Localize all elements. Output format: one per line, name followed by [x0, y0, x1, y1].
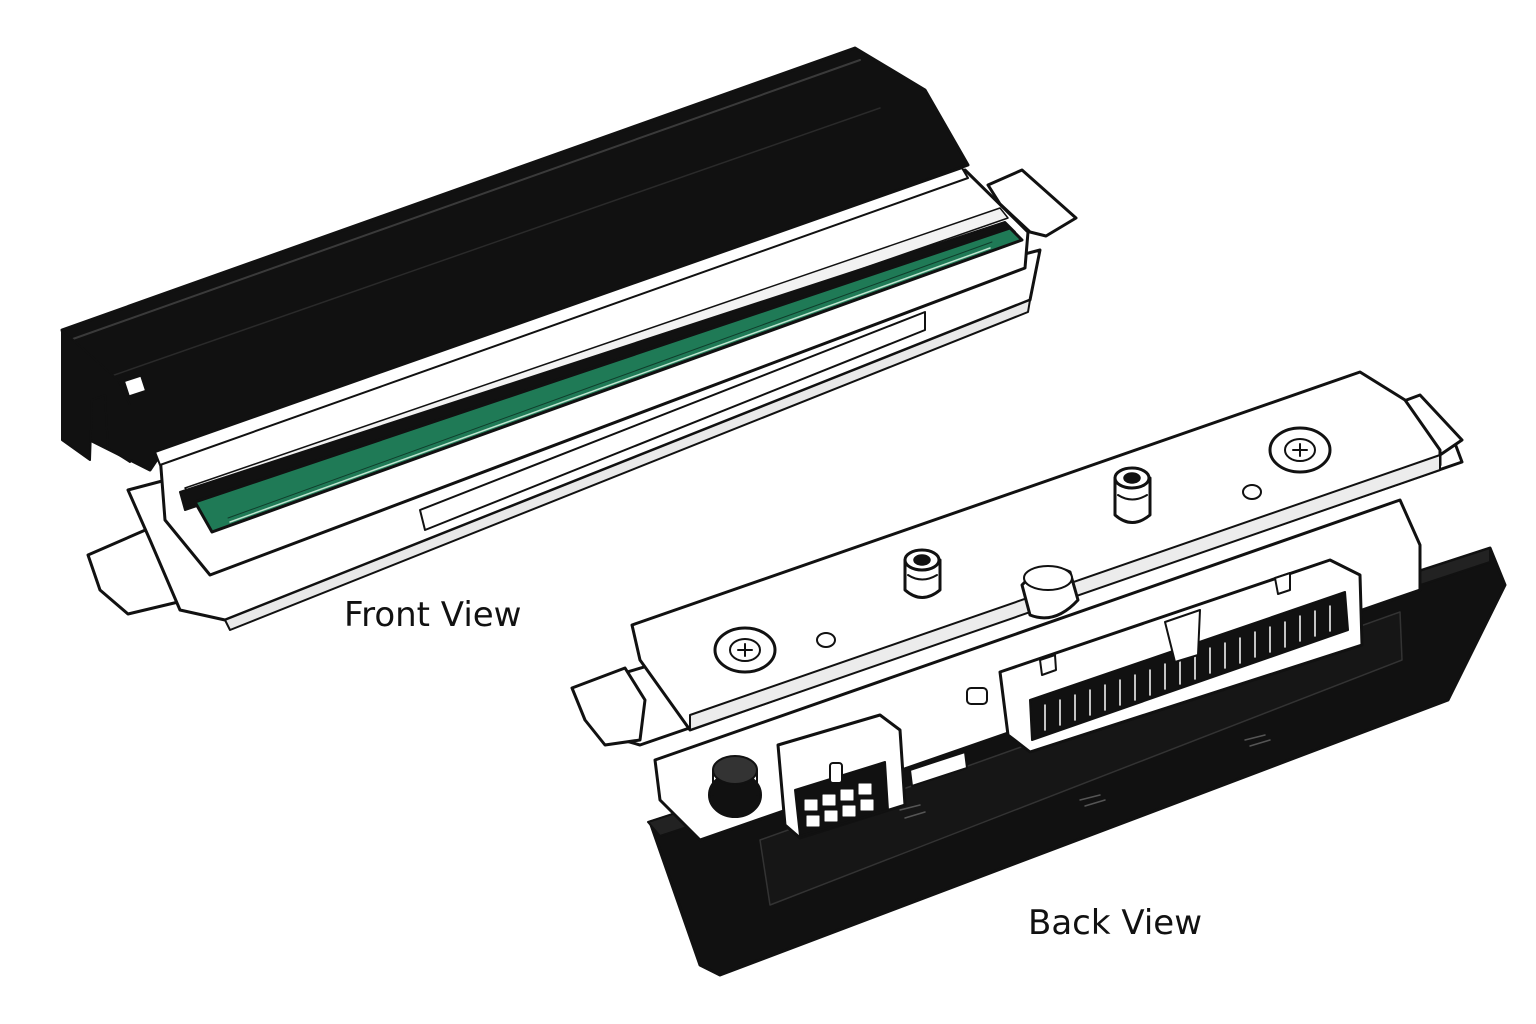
ribbon-connector-pin-row: [1044, 605, 1331, 731]
back-view-label: Back View: [1028, 903, 1203, 943]
front-view-label: Front View: [344, 595, 522, 635]
ribbon-connector-pins: [1029, 591, 1349, 741]
hole-left: [816, 632, 836, 648]
screw-right: [1268, 426, 1332, 474]
mounting-post-right: [1113, 466, 1152, 524]
knob: [708, 755, 762, 818]
center-bump: [1020, 565, 1080, 620]
front-view-assembly: [60, 46, 1078, 631]
heating-element-strip: [193, 226, 1024, 534]
mounting-post-left: [903, 548, 942, 599]
back-view-assembly: [570, 370, 1507, 977]
mounting-tab-left: [570, 666, 647, 747]
screw-left: [713, 626, 777, 674]
hole-right: [1242, 484, 1262, 500]
